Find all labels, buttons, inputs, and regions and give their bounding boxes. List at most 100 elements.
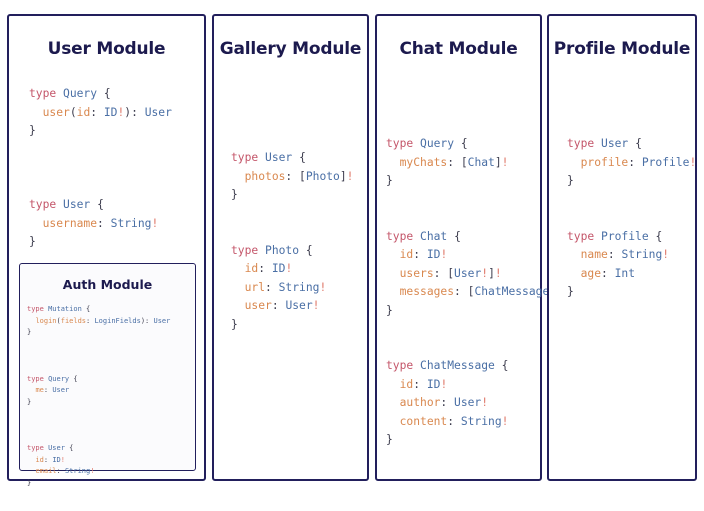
module-card-auth[interactable]: Auth Module type Mutation { login(fields…: [19, 263, 196, 487]
code-token-field: name: [580, 248, 608, 262]
code-token-type: String: [110, 216, 152, 230]
code-token-keyword: type: [27, 305, 44, 313]
code-token-field: myChats: [399, 155, 448, 169]
module-title-chat: Chat Module: [399, 39, 518, 59]
code-token-bang: !: [501, 155, 509, 169]
code-token-colon: :: [433, 266, 448, 280]
code-token-brace: {: [454, 229, 461, 243]
code-token-type: Photo: [265, 243, 300, 257]
code-token-field: users: [399, 266, 434, 280]
code-token-keyword: type: [231, 243, 259, 257]
code-token-type: Query: [420, 137, 455, 151]
code-token-field: id: [399, 377, 414, 391]
code-token-brace: {: [460, 137, 468, 151]
code-token-return-type: User: [153, 316, 171, 325]
code-token-type: ChatMessage: [420, 359, 495, 373]
code-token-brace: }: [567, 174, 574, 188]
code-token-brace: {: [97, 198, 104, 212]
code-token-colon: :: [56, 467, 65, 476]
code-token-brace: }: [27, 478, 32, 487]
code-token-type: String: [621, 248, 663, 262]
code-token-colon: :: [454, 285, 468, 299]
code-token-argtype: ID: [103, 105, 118, 119]
module-title-profile: Profile Module: [553, 39, 691, 59]
module-card-gallery[interactable]: Gallery Module type User { photos: [Phot…: [212, 14, 369, 481]
code-token-keyword: type: [386, 137, 414, 151]
code-token-bang: !: [285, 262, 293, 276]
code-token-brace: {: [635, 137, 642, 151]
module-title-user: User Module: [47, 39, 166, 59]
code-token-type: Photo: [305, 169, 340, 183]
code-blank-line: [231, 205, 367, 224]
code-token-bracket: [: [467, 285, 475, 299]
code-token-type: User: [52, 386, 70, 395]
code-token-type: Query: [63, 87, 98, 101]
code-token-keyword: type: [27, 444, 44, 453]
code-token-type: User: [63, 198, 91, 212]
schema-code-user: type Query { user(id: ID!): User } type …: [29, 85, 204, 252]
code-token-field: login: [35, 316, 57, 325]
code-token-colon: :: [440, 396, 455, 410]
code-token-brace: }: [386, 174, 393, 188]
code-token-brace: }: [386, 433, 393, 447]
code-token-colon: :: [447, 155, 461, 169]
code-token-type: Profile: [601, 229, 649, 243]
code-token-type: ID: [271, 262, 286, 276]
module-title-auth: Auth Module: [62, 277, 153, 292]
code-token-brace: }: [29, 235, 36, 249]
code-token-type: Chat: [420, 229, 448, 243]
code-blank-line: [567, 191, 695, 210]
module-card-user[interactable]: User Module type Query { user(id: ID!): …: [7, 14, 206, 487]
code-token-type: ID: [52, 455, 61, 464]
code-token-paren-close: ):: [140, 316, 154, 325]
code-token-type: ID: [426, 377, 441, 391]
code-token-type: ID: [426, 248, 441, 262]
code-token-paren: (: [69, 105, 77, 119]
code-token-type: User: [265, 151, 293, 165]
code-token-colon: :: [90, 105, 104, 119]
code-token-bang: !: [501, 414, 509, 428]
code-token-paren-close: ):: [124, 105, 145, 119]
code-token-colon: :: [601, 266, 615, 280]
code-token-type: Chat: [467, 155, 495, 169]
module-title-gallery: Gallery Module: [219, 39, 362, 59]
code-blank-line: [27, 350, 195, 362]
module-card-chat[interactable]: Chat Module type Query { myChats: [ Chat]…: [375, 14, 563, 481]
code-token-type: Int: [614, 266, 636, 280]
code-token-bang: !: [60, 455, 65, 464]
code-token-brace: {: [305, 243, 313, 257]
code-token-field: id: [35, 455, 44, 464]
code-token-colon: :: [97, 216, 111, 230]
code-token-colon: :: [607, 248, 622, 262]
code-token-bang: !: [481, 396, 489, 410]
schema-code-gallery: type User { photos: [Photo]! } type Phot…: [231, 149, 367, 334]
code-token-keyword: type: [386, 229, 414, 243]
code-token-field: content: [399, 414, 448, 428]
code-token-field: user: [42, 105, 70, 119]
code-token-colon: :: [447, 414, 461, 428]
code-token-brace: {: [86, 305, 91, 313]
code-token-brace: {: [655, 229, 663, 243]
module-card-profile[interactable]: Profile Module type User { profile: Prof…: [547, 14, 697, 481]
code-blank-line: [27, 339, 195, 351]
code-token-bang: !: [90, 467, 95, 476]
code-blank-line: [386, 191, 540, 210]
code-token-brace: {: [501, 359, 509, 373]
code-token-keyword: type: [29, 198, 57, 212]
code-token-field: photos: [244, 169, 286, 183]
code-token-colon: :: [413, 377, 427, 391]
code-token-colon: :: [271, 299, 286, 313]
code-token-bracket: ]: [488, 266, 495, 280]
code-token-field: age: [580, 266, 602, 280]
code-token-colon: :: [285, 169, 300, 183]
schema-code-auth: type Mutation { login(fields: LoginField…: [27, 304, 195, 490]
code-token-bang: !: [662, 248, 670, 262]
code-token-bracket: ]: [494, 155, 502, 169]
code-token-field: user: [244, 299, 272, 313]
code-token-keyword: type: [29, 87, 57, 101]
code-token-arg: id: [76, 105, 91, 119]
code-token-colon: :: [86, 316, 95, 325]
code-token-bang: !: [151, 216, 159, 230]
code-token-field: id: [244, 262, 259, 276]
